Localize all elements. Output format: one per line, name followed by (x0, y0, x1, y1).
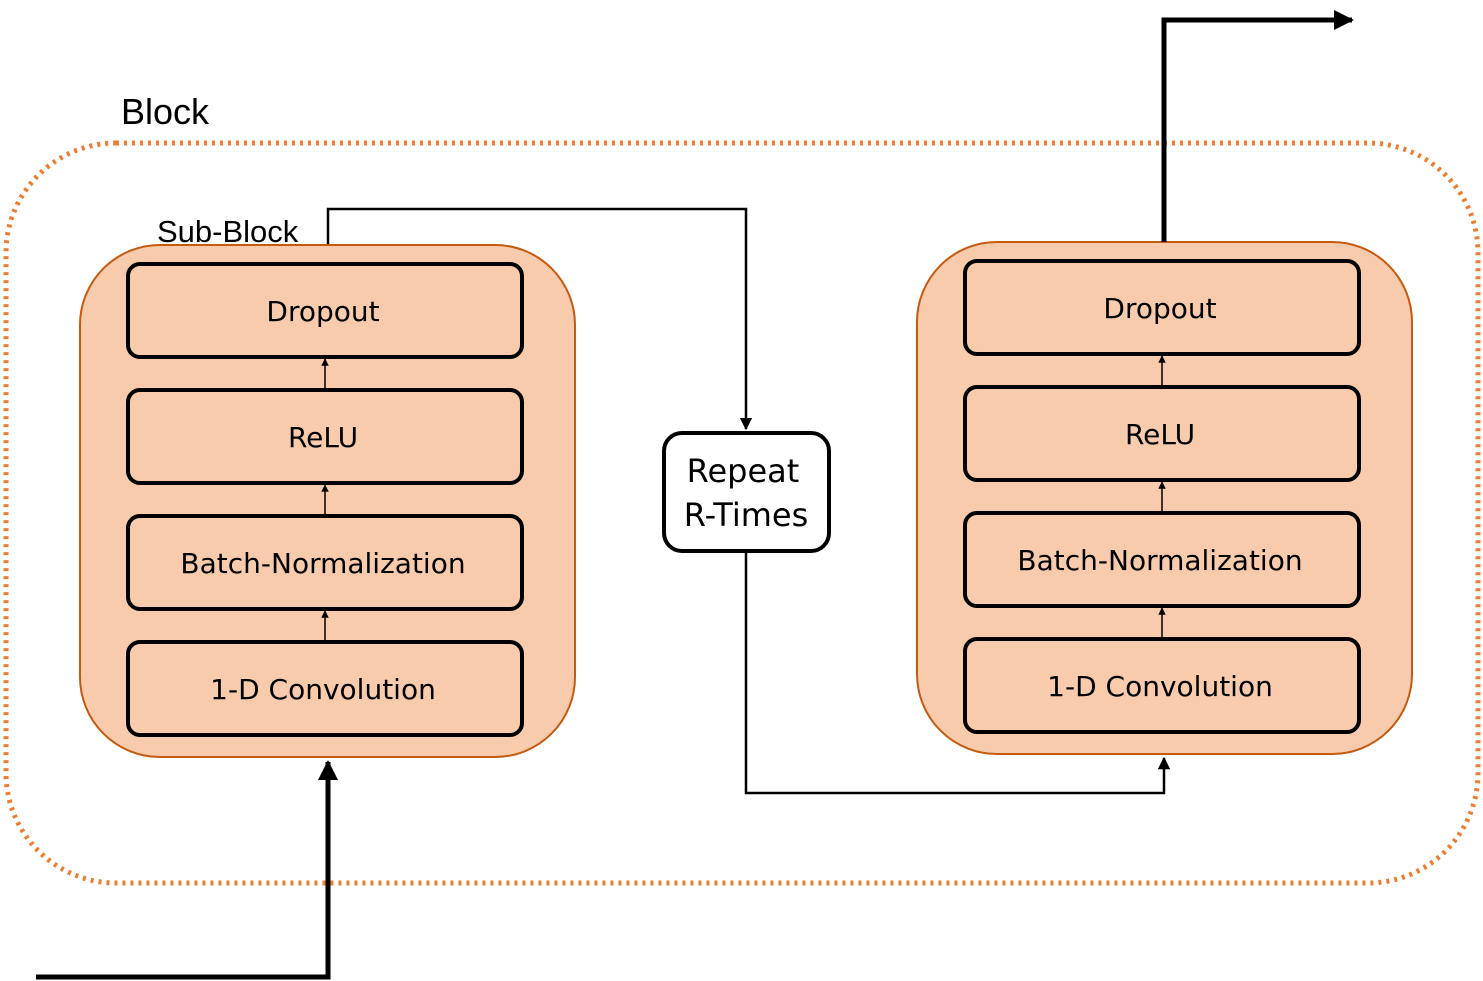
connector-to-repeat (326, 207, 753, 431)
layer-label: Batch-Normalization (1017, 544, 1302, 577)
connector-to-right-sub-block (744, 551, 1171, 795)
layer-label: ReLU (288, 421, 358, 454)
layer-box (963, 259, 1361, 356)
output-arrow (1161, 10, 1354, 242)
layer-label: ReLU (1125, 418, 1195, 451)
layer-label: Batch-Normalization (180, 547, 465, 580)
input-arrow (36, 760, 338, 980)
layer-label: Dropout (1103, 292, 1216, 325)
repeat-label-line2: R-Times (684, 496, 809, 534)
layer-label: Dropout (266, 295, 379, 328)
sub-block-label: Sub-Block (157, 214, 299, 249)
block-container (3, 140, 1481, 886)
sub-block-right: Dropout ReLU Batch-Normalization 1-D Con… (916, 241, 1413, 755)
layer-label: 1-D Convolution (210, 673, 436, 706)
sub-block-left-background (79, 244, 576, 758)
layer-label: 1-D Convolution (1047, 670, 1273, 703)
repeat-label-line1: Repeat (687, 452, 800, 490)
layer-box (126, 262, 524, 359)
sub-block-left: Dropout ReLU Batch-Normalization 1-D Con… (79, 244, 576, 758)
block-label: Block (121, 91, 210, 132)
